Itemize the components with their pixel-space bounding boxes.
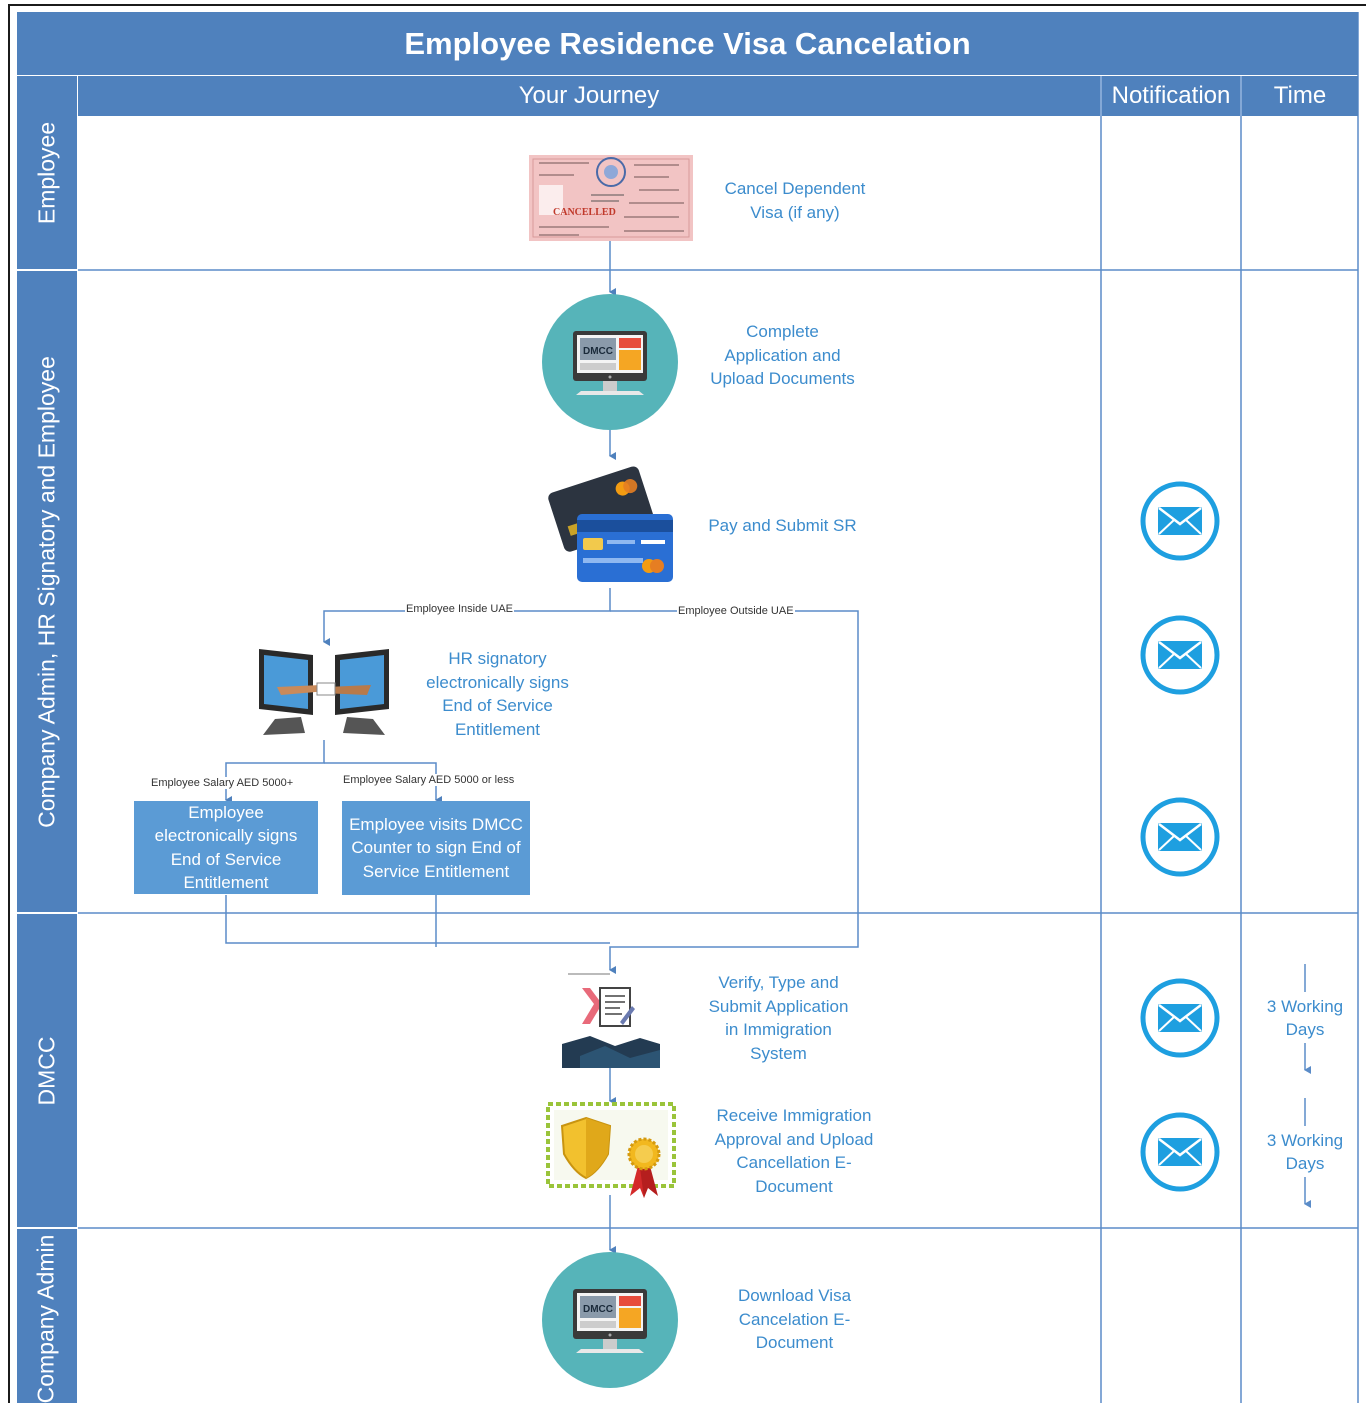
lane-grid <box>78 12 1359 1403</box>
credit-card-icon <box>548 466 673 582</box>
step-line: Receive Immigration <box>716 1106 872 1125</box>
flow-merge-1 <box>225 895 610 944</box>
time-line: 3 Working <box>1266 1131 1344 1150</box>
step-download: Download Visa Cancelation E- Document <box>702 1284 887 1355</box>
step-verify-type: Verify, Type and Submit Application in I… <box>686 971 871 1065</box>
step-line: in Immigration <box>725 1020 832 1039</box>
step-line: Cancel Dependent <box>724 179 866 198</box>
step-line: Document <box>755 1333 834 1352</box>
lane-label-text: Company Admin <box>32 1234 59 1403</box>
mail-icon <box>1140 1112 1220 1192</box>
header-notification: Notification <box>1102 76 1240 116</box>
flow-salary-high <box>225 740 325 804</box>
step-complete-application: Complete Application and Upload Document… <box>690 320 875 391</box>
flow-outside-uae <box>609 610 859 974</box>
time-line: Days <box>1285 1154 1325 1173</box>
step-line: Visa (if any) <box>750 202 840 222</box>
lane-company-admin-hr: Company Admin, HR Signatory and Employee <box>17 271 77 912</box>
time-line: 3 Working <box>1266 997 1344 1016</box>
mail-icon <box>1140 978 1220 1058</box>
lane-dmcc: DMCC <box>17 914 77 1227</box>
certificate-icon <box>546 1102 676 1198</box>
lane-employee: Employee <box>17 76 77 269</box>
step-line: Entitlement <box>454 719 541 739</box>
time-working-days: 3 Working Days <box>1255 1129 1355 1175</box>
step-line: Upload Documents <box>710 369 855 388</box>
flow-lines <box>225 240 1311 1254</box>
lane-label-text: Company Admin, HR Signatory and Employee <box>33 355 60 828</box>
step-line: Pay and Submit SR <box>708 516 857 535</box>
step-line: Employee <box>188 802 264 822</box>
step-receive-approval: Receive Immigration Approval and Upload … <box>700 1104 888 1198</box>
flow-salary-low <box>324 762 442 804</box>
step-line: Entitlement <box>183 873 269 892</box>
lane-company-admin: Company Admin <box>17 1229 77 1403</box>
condition-salary-low: Employee Salary AED 5000 or less <box>342 774 516 786</box>
step-line: Download Visa <box>737 1286 852 1305</box>
header-time: Time <box>1242 76 1358 116</box>
step-line: Application and <box>724 345 841 365</box>
step-employee-visits-dmcc: Employee visits DMCC Counter to sign End… <box>342 801 530 895</box>
step-line: Service Entitlement <box>362 861 510 881</box>
lane-label-text: Employee <box>33 121 60 224</box>
computer-icon: DMCC <box>542 294 678 430</box>
step-line: Complete <box>746 322 819 341</box>
dmcc-logo-text: DMCC <box>583 346 613 357</box>
step-line: electronically signs <box>154 826 298 845</box>
step-line: End of Service <box>170 849 282 869</box>
time-line: Days <box>1285 1020 1325 1039</box>
step-line: Employee visits DMCC <box>349 814 523 834</box>
condition-salary-high: Employee Salary AED 5000+ <box>150 777 295 789</box>
step-line: Document <box>755 1176 833 1196</box>
condition-inside-uae: Employee Inside UAE <box>405 603 514 615</box>
step-cancel-dependent: Cancel Dependent Visa (if any) <box>700 177 890 224</box>
condition-outside-uae: Employee Outside UAE <box>677 605 795 617</box>
header-your-journey: Your Journey <box>78 76 1100 116</box>
mail-icon <box>1140 797 1220 877</box>
step-hr-signs: HR signatory electronically signs End of… <box>405 647 590 741</box>
immigration-document-icon <box>562 973 660 1068</box>
step-line: Submit Application <box>708 996 849 1016</box>
step-line: electronically signs <box>426 672 569 692</box>
step-line: End of Service <box>442 696 553 715</box>
diagram-title: Employee Residence Visa Cancelation <box>17 12 1358 75</box>
flow-inside-uae <box>323 588 611 646</box>
step-pay-submit: Pay and Submit SR <box>690 514 875 538</box>
step-employee-signs: Employee electronically signs End of Ser… <box>134 801 318 894</box>
cancelled-visa-icon: CANCELLED <box>529 155 693 241</box>
step-line: Cancellation E- <box>736 1153 852 1172</box>
time-working-days: 3 Working Days <box>1255 995 1355 1041</box>
two-monitors-icon <box>259 649 389 735</box>
mail-icon <box>1140 481 1220 561</box>
lane-label-text: DMCC <box>33 1036 60 1105</box>
dmcc-logo-text: DMCC <box>583 1304 613 1315</box>
step-line: Cancelation E- <box>738 1309 851 1329</box>
step-line: HR signatory <box>448 649 547 668</box>
step-line: Verify, Type and <box>718 973 839 992</box>
computer-icon: DMCC <box>542 1252 678 1388</box>
step-line: System <box>750 1043 807 1063</box>
step-line: Counter to sign End of <box>351 838 521 858</box>
step-line: Approval and Upload <box>714 1129 874 1149</box>
stamp-cancelled-text: CANCELLED <box>553 207 616 218</box>
mail-icon <box>1140 615 1220 695</box>
